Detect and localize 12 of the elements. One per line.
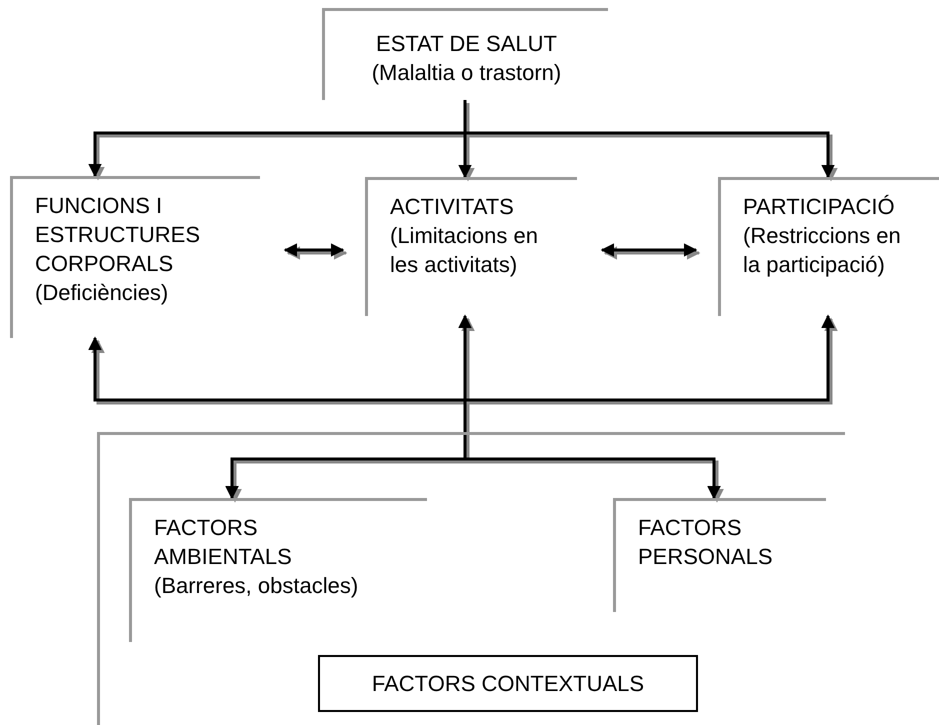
arrow	[600, 243, 698, 257]
group-title-box: FACTORS CONTEXTUALS	[318, 655, 698, 712]
component-box: PARTICIPACIÓ (Restriccions en la participació)	[718, 177, 939, 316]
arrow	[464, 100, 835, 178]
arrow	[464, 314, 835, 500]
arrow	[284, 243, 344, 257]
factor-box: FACTORS PERSONALS	[613, 498, 826, 612]
factor-box: FACTORS AMBIENTALS (Barreres, obstacles)	[129, 498, 427, 642]
component-box: FUNCIONS I ESTRUCTURES CORPORALS (Deficiències)	[10, 176, 260, 338]
group-frame	[97, 432, 845, 725]
state-box: ESTAT DE SALUT (Malaltia o trastorn)	[322, 8, 608, 100]
component-box: ACTIVITATS (Limitacions en les activitats)	[365, 177, 577, 316]
